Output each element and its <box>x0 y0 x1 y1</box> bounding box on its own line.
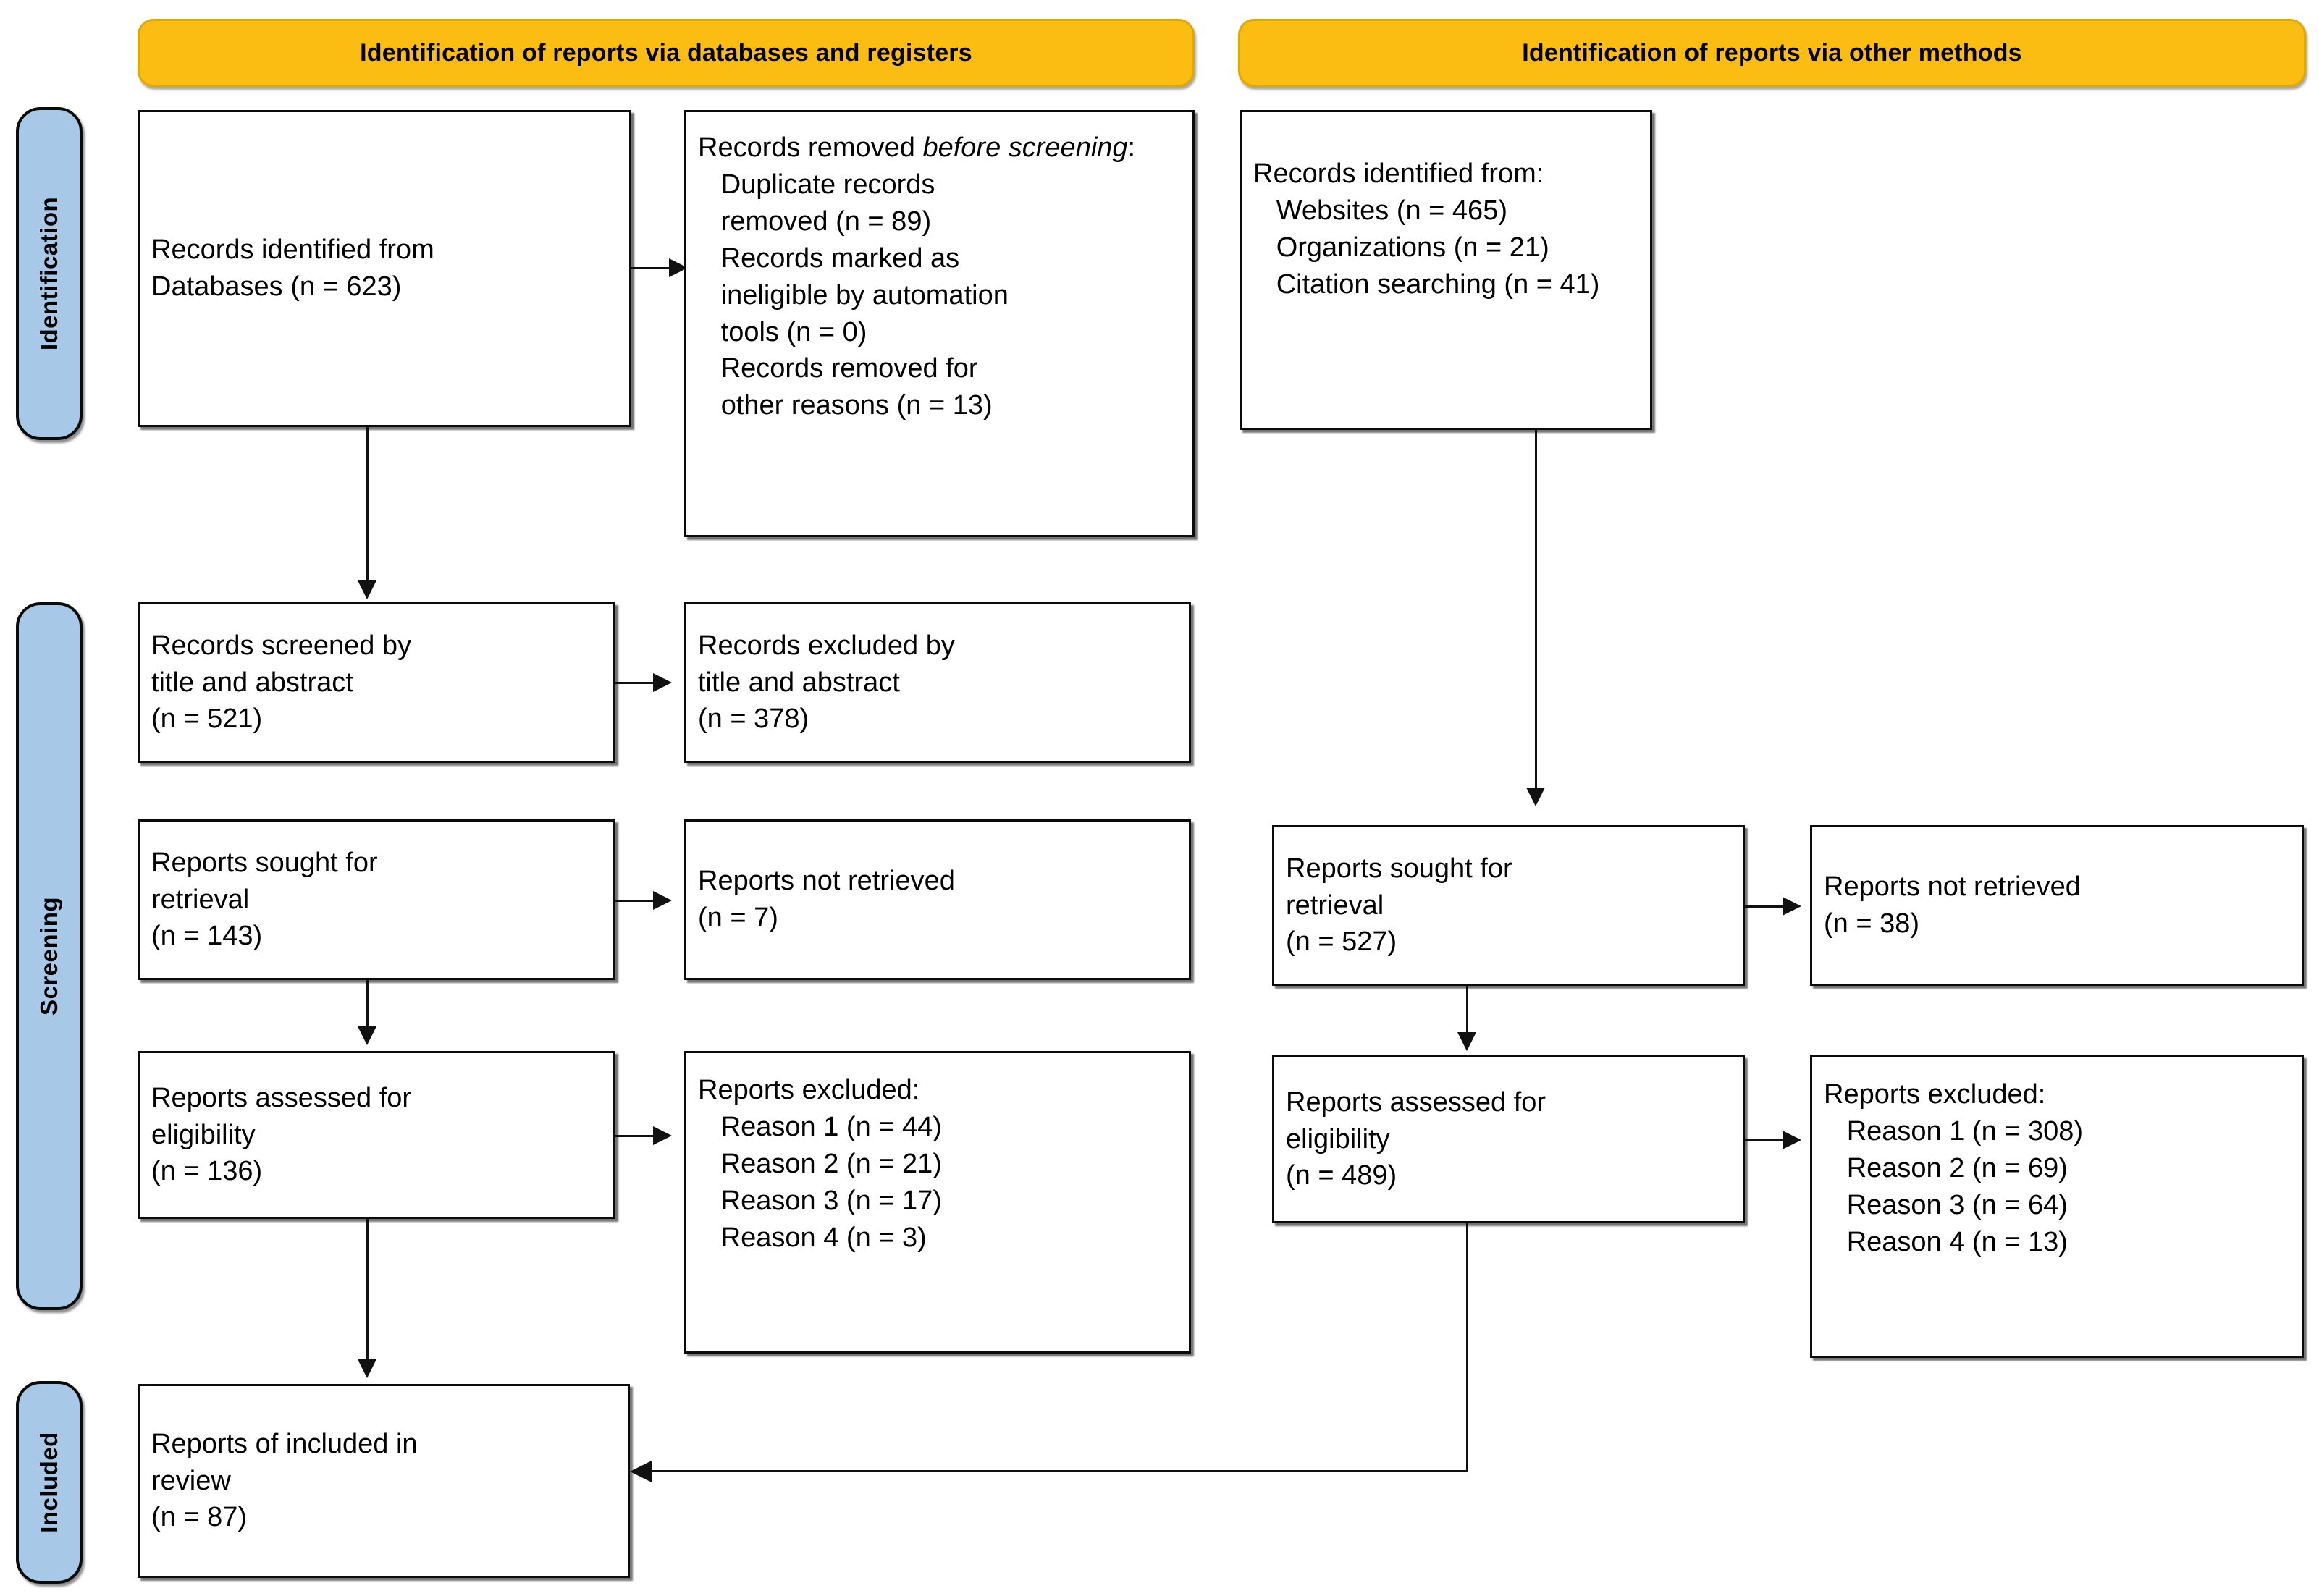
connector-assessed-to-excluded-right <box>1745 1139 1785 1141</box>
removed-before-screening-colon: : <box>1127 132 1136 163</box>
node-reports-assessed-right: Reports assessed for eligibility (n = 48… <box>1272 1055 1745 1223</box>
arrowhead-identified-to-screened <box>358 580 376 599</box>
node-reports-excluded-right-text: Reports excluded: Reason 1 (n = 308) Rea… <box>1824 1079 2084 1257</box>
node-reports-sought-right-text: Reports sought for retrieval (n = 527) <box>1286 853 1512 958</box>
connector-sought-to-notretrieved-right <box>1745 905 1785 908</box>
arrowhead-other-to-sought-right <box>1526 788 1545 806</box>
node-reports-excluded-right: Reports excluded: Reason 1 (n = 308) Rea… <box>1810 1055 2304 1358</box>
connector-sought-to-assessed-left <box>366 980 369 1031</box>
node-reports-assessed-left-text: Reports assessed for eligibility (n = 13… <box>151 1082 412 1187</box>
rail-screening-label: Screening <box>35 896 62 1016</box>
connector-right-to-included-vertical <box>1466 1223 1468 1472</box>
connector-assessed-to-excluded-left <box>615 1135 656 1137</box>
arrowhead-screened-to-excluded <box>653 673 672 692</box>
connector-identified-to-screened <box>366 427 369 585</box>
node-records-identified-other: Records identified from: Websites (n = 4… <box>1240 110 1652 430</box>
connector-sought-to-notretrieved-left <box>615 900 656 902</box>
connector-other-to-sought-right <box>1535 430 1537 792</box>
node-reports-sought-left: Reports sought for retrieval (n = 143) <box>138 819 615 980</box>
rail-included: Included <box>16 1381 83 1584</box>
rail-screening: Screening <box>16 602 83 1310</box>
node-records-screened-text: Records screened by title and abstract (… <box>151 630 412 735</box>
node-reports-sought-right: Reports sought for retrieval (n = 527) <box>1272 825 1745 986</box>
node-reports-not-retrieved-left: Reports not retrieved (n = 7) <box>684 819 1191 980</box>
node-reports-assessed-left: Reports assessed for eligibility (n = 13… <box>138 1051 615 1219</box>
node-reports-excluded-left: Reports excluded: Reason 1 (n = 44) Reas… <box>684 1051 1191 1354</box>
node-records-identified-databases-text: Records identified from Databases (n = 6… <box>151 235 434 302</box>
phase-header-databases: Identification of reports via databases … <box>138 19 1195 87</box>
node-reports-included-text: Reports of included in review (n = 87) <box>151 1428 418 1533</box>
removed-before-screening-lead: Records removed <box>698 132 923 163</box>
node-reports-sought-left-text: Reports sought for retrieval (n = 143) <box>151 847 378 952</box>
rail-identification-label: Identification <box>35 196 62 351</box>
node-records-identified-other-text: Records identified from: Websites (n = 4… <box>1253 159 1600 300</box>
rail-identification: Identification <box>16 107 83 440</box>
connector-screened-to-excluded <box>615 682 656 684</box>
removed-before-screening-items: Duplicate records removed (n = 89) Recor… <box>720 169 1009 421</box>
node-records-excluded-text: Records excluded by title and abstract (… <box>698 630 955 735</box>
connector-sought-to-assessed-right <box>1466 986 1468 1036</box>
arrowhead-sought-to-notretrieved-right <box>1783 897 1801 916</box>
arrowhead-assessed-to-excluded-left <box>653 1126 672 1145</box>
node-records-excluded: Records excluded by title and abstract (… <box>684 602 1191 763</box>
arrowhead-sought-to-assessed-right <box>1457 1032 1476 1051</box>
arrowhead-right-to-included <box>630 1461 652 1482</box>
node-records-removed-before-screening-text: Records removed before screening: Duplic… <box>698 130 1135 424</box>
removed-before-screening-emphasis: before screening <box>922 132 1128 163</box>
arrowhead-sought-to-notretrieved-left <box>653 891 672 910</box>
arrowhead-sought-to-assessed-left <box>358 1026 376 1045</box>
node-reports-not-retrieved-left-text: Reports not retrieved (n = 7) <box>698 866 955 933</box>
node-reports-assessed-right-text: Reports assessed for eligibility (n = 48… <box>1286 1086 1546 1191</box>
connector-right-to-included-horizontal <box>652 1470 1468 1472</box>
phase-header-other-methods-label: Identification of reports via other meth… <box>1522 38 2022 67</box>
arrowhead-assessed-to-excluded-right <box>1783 1131 1801 1149</box>
connector-assessed-to-included <box>366 1219 369 1364</box>
node-records-screened: Records screened by title and abstract (… <box>138 602 615 763</box>
phase-header-databases-label: Identification of reports via databases … <box>360 38 972 67</box>
rail-included-label: Included <box>35 1432 62 1533</box>
node-reports-not-retrieved-right-text: Reports not retrieved (n = 38) <box>1824 871 2081 939</box>
node-reports-not-retrieved-right: Reports not retrieved (n = 38) <box>1810 825 2304 986</box>
node-reports-excluded-left-text: Reports excluded: Reason 1 (n = 44) Reas… <box>698 1075 942 1253</box>
arrowhead-assessed-to-included <box>358 1359 376 1378</box>
node-records-identified-databases: Records identified from Databases (n = 6… <box>138 110 631 427</box>
node-records-removed-before-screening: Records removed before screening: Duplic… <box>684 110 1195 537</box>
phase-header-other-methods: Identification of reports via other meth… <box>1238 19 2306 87</box>
connector-identified-to-removed <box>631 267 672 269</box>
node-reports-included: Reports of included in review (n = 87) <box>138 1384 630 1578</box>
